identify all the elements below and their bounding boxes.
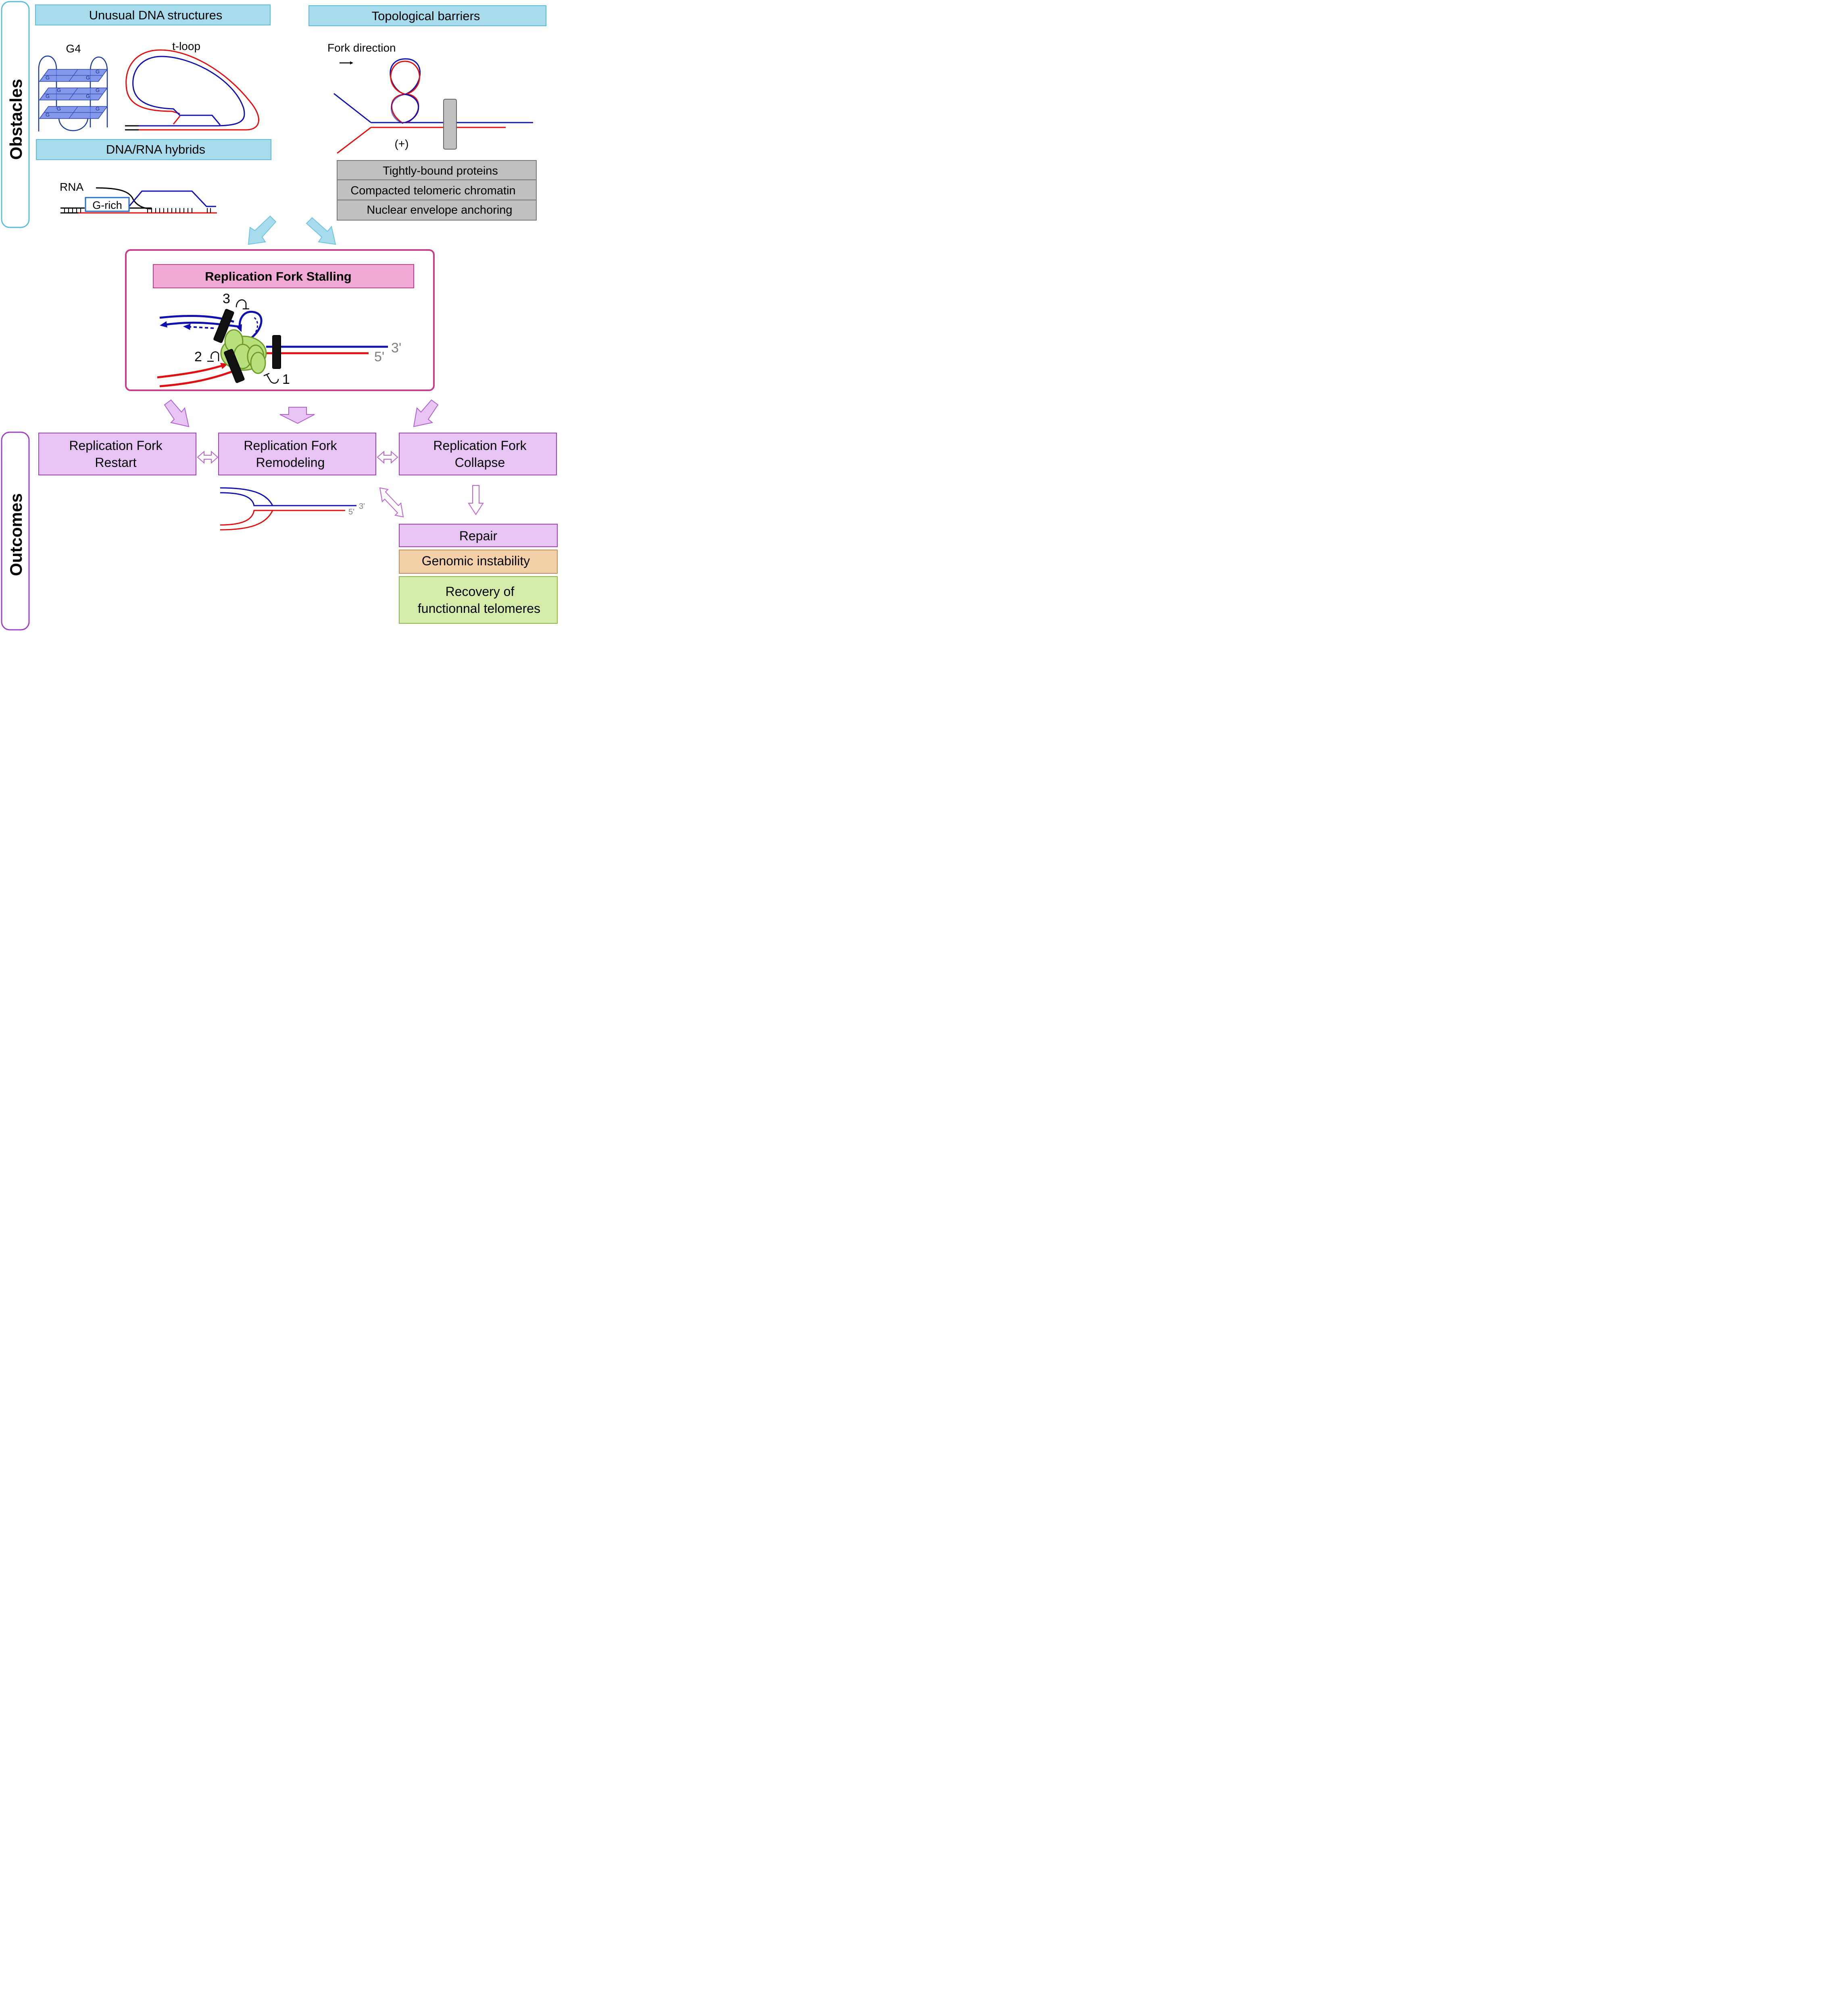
g4-letter: G: [96, 106, 100, 112]
stalling-panel: Replication Fork Stalling: [125, 249, 435, 391]
repair-box: [399, 524, 558, 547]
obstacle-arrows: [248, 215, 336, 245]
hybrids-header: [36, 139, 271, 160]
diverge-arrow-right: [413, 399, 439, 427]
outcome-box: [38, 433, 196, 475]
g4-letter: G: [46, 112, 50, 118]
topological-panel: Topological barriers Fork direction (+) …: [308, 5, 546, 221]
diverge-arrow-center: [279, 407, 315, 424]
repair-label: Repair: [459, 529, 498, 543]
remodel-end-3: 3': [359, 502, 365, 511]
topological-header: [308, 5, 546, 26]
g4-letter: G: [57, 106, 61, 112]
outcome-label: Restart: [95, 455, 136, 470]
grich-box: [85, 197, 130, 212]
recovery-box: [399, 576, 558, 624]
stalling-header: [153, 264, 414, 288]
g4-letter: G: [86, 75, 90, 81]
r-loop: [60, 187, 217, 214]
double-arrows: [197, 450, 404, 518]
barrier-box: [337, 200, 537, 221]
g4-label: G4: [66, 42, 81, 55]
outcomes-section: Outcomes: [1, 431, 30, 631]
hybrids-panel: DNA/RNA hybrids RNA G-rich: [36, 139, 271, 214]
strand-end-3: 3': [391, 340, 401, 356]
outcome-remodeling: Replication Fork Remodeling: [218, 433, 376, 475]
instability-box: [399, 550, 558, 574]
positive-supercoil: [333, 58, 533, 154]
fork-direction-label: Fork direction: [327, 42, 396, 54]
diverge-arrow-left: [164, 399, 190, 427]
hybrids-title: DNA/RNA hybrids: [106, 142, 205, 156]
rna-label: RNA: [60, 181, 83, 193]
g4-letter: G: [46, 93, 50, 99]
outcome-label: Replication Fork: [433, 438, 527, 453]
double-arrow-remodeling-collapse: [377, 450, 398, 464]
barrier-block: [224, 349, 245, 383]
unusual-dna-panel: Unusual DNA structures G4 G G G G G: [35, 4, 271, 131]
g4-letter: G: [57, 87, 61, 93]
g4-letter: G: [96, 69, 100, 75]
final-outcomes: Repair Genomic instability Recovery of f…: [399, 524, 558, 624]
t-loop: [125, 49, 260, 131]
regressed-fork: [220, 487, 356, 531]
barrier-box: [337, 160, 537, 180]
outcome-restart: Replication Fork Restart: [38, 433, 196, 475]
converge-arrow-right: [306, 217, 336, 245]
obstacles-section-label: Obstacles: [6, 79, 25, 160]
barrier-box: [337, 179, 537, 200]
marker-number: 2: [194, 349, 202, 364]
marker-number: 3: [223, 291, 230, 306]
barrier-block: [272, 335, 281, 369]
g4-letter: G: [46, 75, 50, 81]
outcomes-section-label: Outcomes: [6, 493, 25, 576]
outcome-box: [218, 433, 376, 475]
outcome-arrows: [164, 399, 439, 427]
diagram-canvas: Obstacles Outcomes Unusual DNA structure…: [1, 1, 558, 631]
outcome-label: Replication Fork: [69, 438, 163, 453]
inhibition-marks: [207, 299, 279, 384]
recovery-label: functionnal telomeres: [418, 601, 540, 616]
g4-quadruplex: G G G G G G G G G G: [38, 55, 108, 131]
strand-end-5: 5': [374, 349, 384, 364]
outcome-box: [399, 433, 557, 475]
recovery-label: Recovery of: [446, 584, 515, 599]
barrier-label: Tightly-bound proteins: [383, 165, 498, 177]
marker-number: 1: [282, 372, 290, 387]
barrier-block: [213, 309, 234, 343]
unusual-dna-title: Unusual DNA structures: [89, 8, 223, 22]
outcome-collapse: Replication Fork Collapse: [399, 433, 557, 475]
collapse-to-repair-arrow: [468, 485, 484, 515]
outcomes-row: Replication Fork Restart Replication For…: [38, 433, 557, 531]
fork-blocks: [213, 309, 281, 383]
g4-letter: G: [86, 93, 90, 99]
g4-letter: G: [96, 87, 100, 93]
outcome-label: Collapse: [455, 455, 505, 470]
supercoil-label: (+): [395, 137, 409, 150]
outcome-label: Replication Fork: [244, 438, 337, 453]
outcome-label: Remodeling: [256, 455, 325, 470]
unusual-dna-header: [35, 4, 271, 25]
double-arrow-remodeling-repair: [379, 487, 404, 518]
outcomes-bracket: [1, 431, 30, 631]
remodel-end-5: 5': [348, 508, 354, 516]
obstacles-bracket: [1, 1, 30, 228]
converge-arrow-left: [248, 215, 277, 245]
grich-label: G-rich: [92, 199, 122, 211]
barrier-list: Tightly-bound proteins Compacted telomer…: [337, 160, 537, 221]
tloop-label: t-loop: [172, 40, 200, 52]
barrier-label: Nuclear envelope anchoring: [367, 204, 512, 217]
instability-label: Genomic instability: [422, 554, 530, 568]
obstacles-section: Obstacles: [1, 1, 30, 228]
bound-protein-block: [443, 99, 457, 150]
double-arrow-restart-remodeling: [197, 450, 219, 464]
topological-title: Topological barriers: [372, 9, 480, 23]
stalling-title: Replication Fork Stalling: [205, 269, 351, 283]
barrier-label: Compacted telomeric chromatin: [350, 184, 515, 197]
